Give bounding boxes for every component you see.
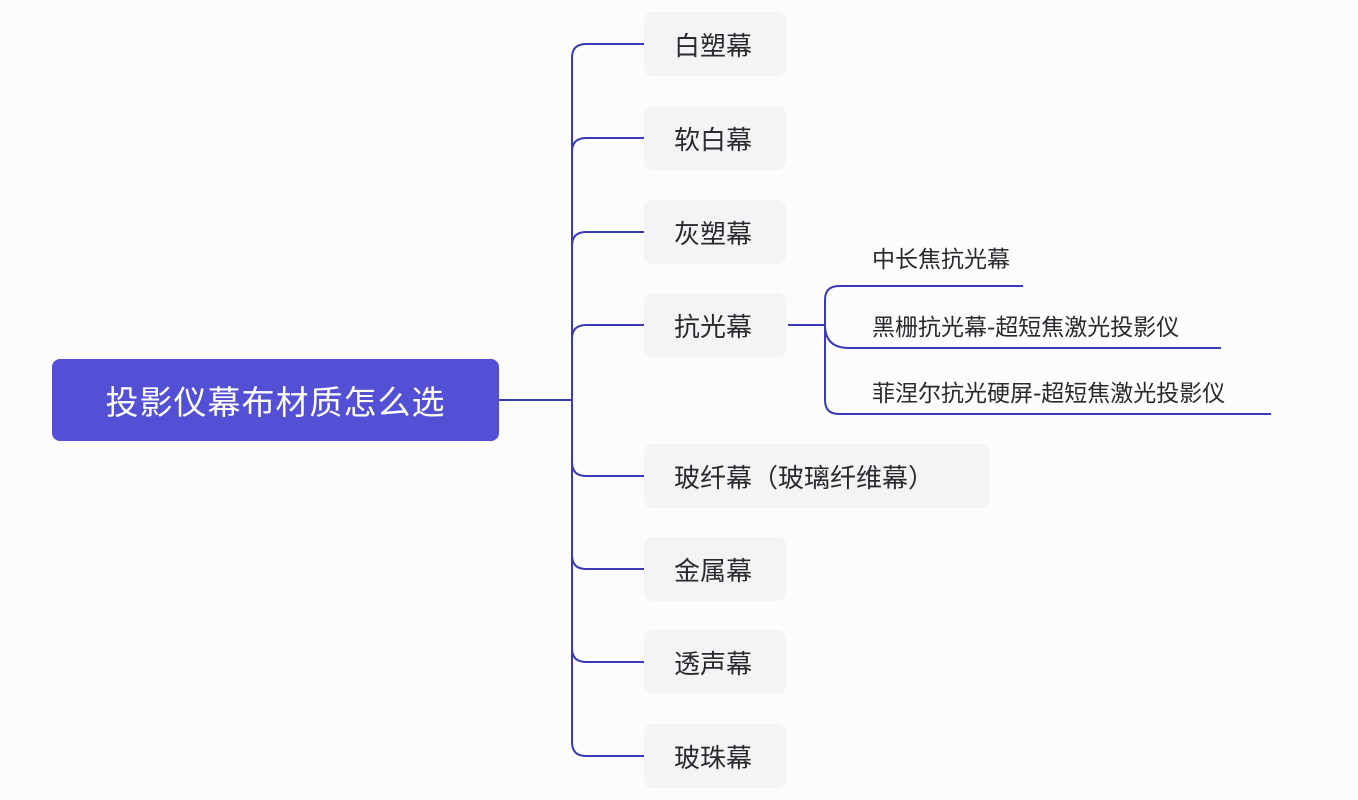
branch-connector: [571, 741, 644, 757]
sub-branch-node[interactable]: 中长焦抗光幕: [872, 247, 1010, 273]
sub-connector: [824, 399, 1271, 415]
sub-branch-node[interactable]: 黑栅抗光幕-超短焦激光投影仪: [872, 315, 1180, 341]
root-node[interactable]: 投影仪幕布材质怎么选: [52, 359, 499, 441]
branch-connector: [571, 137, 644, 153]
branch-connector: [571, 231, 644, 247]
branch-node[interactable]: 灰塑幕: [644, 200, 786, 264]
branch-connector: [571, 461, 644, 477]
sub-connector: [824, 324, 1221, 349]
branch-node[interactable]: 玻纤幕（玻璃纤维幕）: [644, 444, 990, 508]
branch-node[interactable]: 玻珠幕: [644, 724, 786, 788]
branch-connector: [571, 43, 644, 59]
branch-node[interactable]: 软白幕: [644, 106, 786, 170]
branch-connector: [571, 324, 644, 340]
branch-connector: [571, 554, 644, 570]
sub-connector: [824, 285, 1023, 301]
sub-branch-node[interactable]: 菲涅尔抗光硬屏-超短焦激光投影仪: [872, 381, 1226, 407]
branch-node[interactable]: 抗光幕: [644, 293, 786, 357]
branch-connector: [571, 647, 644, 663]
branch-node[interactable]: 白塑幕: [644, 12, 786, 76]
branch-node[interactable]: 透声幕: [644, 630, 786, 694]
branch-node[interactable]: 金属幕: [644, 537, 786, 601]
